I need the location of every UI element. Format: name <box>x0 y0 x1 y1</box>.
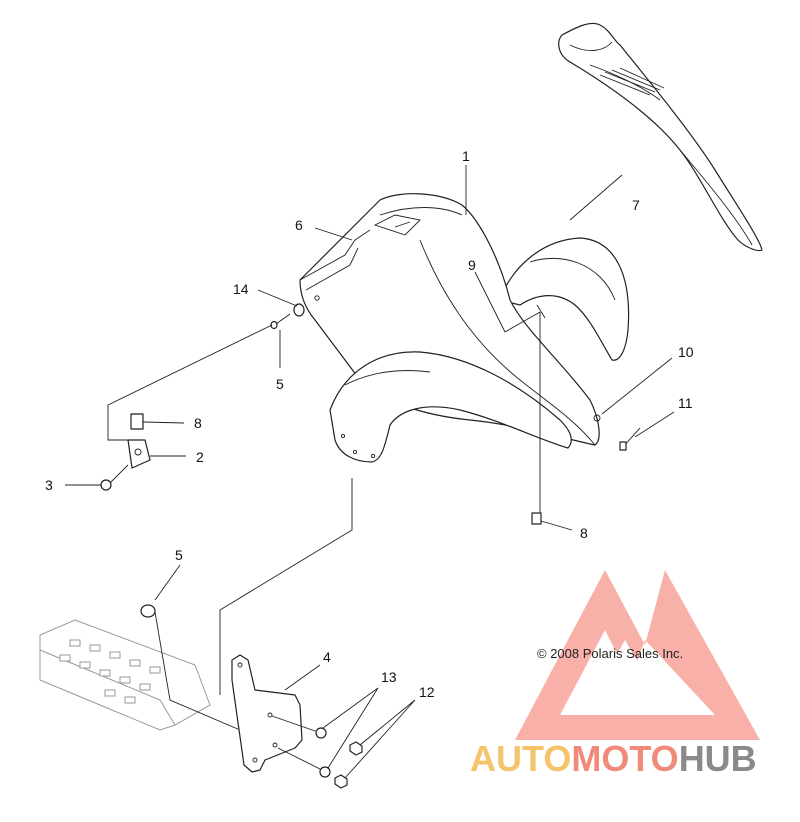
callout-5-bottom: 5 <box>175 547 183 563</box>
leader-line-2 <box>219 478 353 695</box>
part-13-washer-b <box>319 766 331 778</box>
leader-line-3 <box>271 715 319 733</box>
leader-line-4 <box>277 747 323 771</box>
callout-2: 2 <box>196 449 204 465</box>
callout-13: 13 <box>381 669 397 685</box>
part-5-screw-top <box>270 313 291 330</box>
part-8-clip-left <box>130 413 144 430</box>
leader-line <box>107 324 273 441</box>
watermark-auto: AUTO <box>470 738 571 779</box>
part-5-screw-bottom <box>140 604 241 731</box>
part-8-clip-right <box>531 512 542 525</box>
callout-3: 3 <box>45 477 53 493</box>
watermark-moto: MOTO <box>571 738 678 779</box>
part-13-washer-a <box>315 727 327 739</box>
part-11-screw <box>619 427 641 451</box>
callout-4: 4 <box>323 649 331 665</box>
watermark-hub: HUB <box>679 738 757 779</box>
callout-6: 6 <box>295 217 303 233</box>
callout-10: 10 <box>678 344 694 360</box>
callout-1: 1 <box>462 148 470 164</box>
part-12-nut-b <box>334 774 348 789</box>
callout-12: 12 <box>419 684 435 700</box>
watermark-logo-icon <box>515 570 760 740</box>
part-1-front-cab <box>299 193 630 463</box>
part-12-nut-a <box>349 741 363 756</box>
part-3-screw <box>100 464 129 491</box>
callout-leaders <box>65 165 675 779</box>
callout-8-right: 8 <box>580 525 588 541</box>
callout-8-left: 8 <box>194 415 202 431</box>
footrest-ghost <box>39 619 211 731</box>
watermark-wordmark: AUTOMOTOHUB <box>470 738 757 779</box>
callout-11: 11 <box>678 395 693 411</box>
callout-7: 7 <box>632 197 640 213</box>
part-14-washer <box>293 303 305 317</box>
callout-14: 14 <box>233 281 249 297</box>
copyright-text: © 2008 Polaris Sales Inc. <box>537 646 683 661</box>
part-4-mud-flap <box>231 654 303 773</box>
part-2-bracket <box>127 439 151 469</box>
part-7-front-bumper <box>558 22 763 252</box>
callout-9: 9 <box>468 257 476 273</box>
callout-5-top: 5 <box>276 376 284 392</box>
part-9-screw <box>504 304 546 515</box>
